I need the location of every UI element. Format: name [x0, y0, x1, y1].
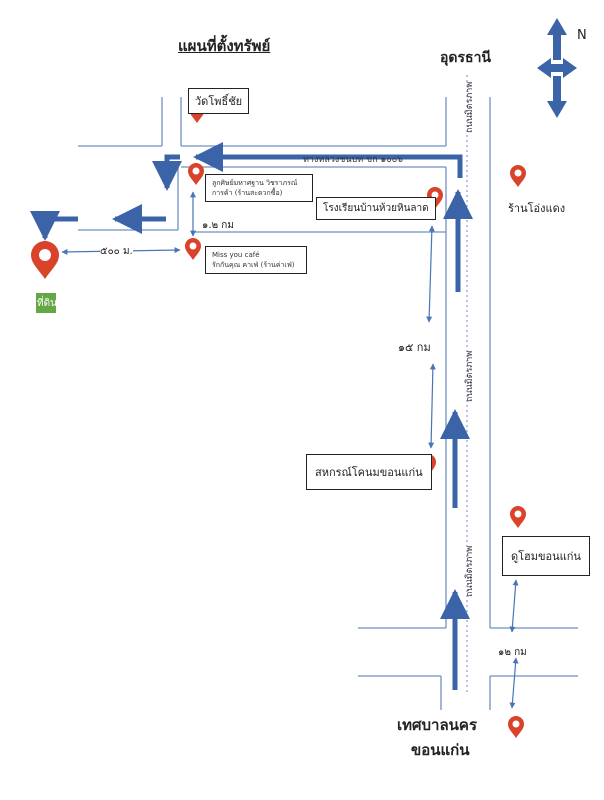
- destination-south-line2: ขอนแก่น: [411, 741, 470, 759]
- place-box-wat: วัดโพธิ์ชัย: [188, 88, 250, 114]
- cafe-line1: Miss you café: [212, 251, 260, 259]
- road-label-mittraphap-mid: ถนนมิตรภาพ: [465, 350, 475, 402]
- distance-1-2km: ๑.๒ กม: [202, 220, 234, 231]
- place-box-school: โรงเรียนบ้านห้วยหินลาด: [316, 197, 436, 220]
- place-box-coop: สหกรณ์โคนมขอนแก่น: [306, 454, 432, 490]
- distance-arrows: [61, 191, 519, 709]
- distance-500m: ๕๐๐ ม.: [100, 244, 133, 259]
- cafe-line2: รักกันคุณ คาเฟ่ (ร้านค่าเฟ่): [212, 261, 295, 269]
- route-arrows: [30, 142, 473, 690]
- pin-duhome: [510, 506, 526, 528]
- place-label-shop-right: ร้านโอ่งแดง: [508, 202, 566, 215]
- north-arrow: [537, 18, 577, 118]
- north-label: N: [577, 28, 587, 43]
- pin-shop1: [188, 163, 204, 185]
- shop1-line2: การค้า (ร้านสะดวกซื้อ): [212, 189, 283, 197]
- shop1-line1: ลูกศิษย์มหาศฐาน วิชราภรณ์: [212, 179, 298, 187]
- map-title: แผนที่ตั้งทรัพย์: [178, 37, 271, 55]
- distance-15km: ๑๕ กม: [398, 341, 431, 354]
- destination-south-line1: เทศบาลนคร: [397, 716, 478, 734]
- road-label-rural: ทางหลวงชนบท ขก ๑๐๐๖: [303, 155, 403, 165]
- pin-cafe: [185, 238, 201, 260]
- place-box-duhome: ดูโฮมขอนแก่น: [502, 536, 590, 576]
- site-label: ที่ดิน: [37, 298, 57, 309]
- distance-12km: ๑๒ กม: [498, 647, 527, 658]
- place-box-shop1: ลูกศิษย์มหาศฐาน วิชราภรณ์ การค้า (ร้านสะ…: [205, 174, 313, 202]
- pin-site: [31, 241, 59, 279]
- road-lines: [78, 97, 578, 710]
- pin-shop-right: [510, 165, 526, 187]
- pin-municipality: [508, 716, 524, 738]
- place-box-cafe: Miss you café รักกันคุณ คาเฟ่ (ร้านค่าเฟ…: [205, 246, 307, 274]
- road-label-mittraphap-low: ถนนมิตรภาพ: [465, 545, 475, 597]
- road-label-mittraphap-top: ถนนมิตรภาพ: [465, 81, 475, 133]
- site-badge: [36, 293, 56, 313]
- destination-north: อุดรธานี: [440, 50, 491, 66]
